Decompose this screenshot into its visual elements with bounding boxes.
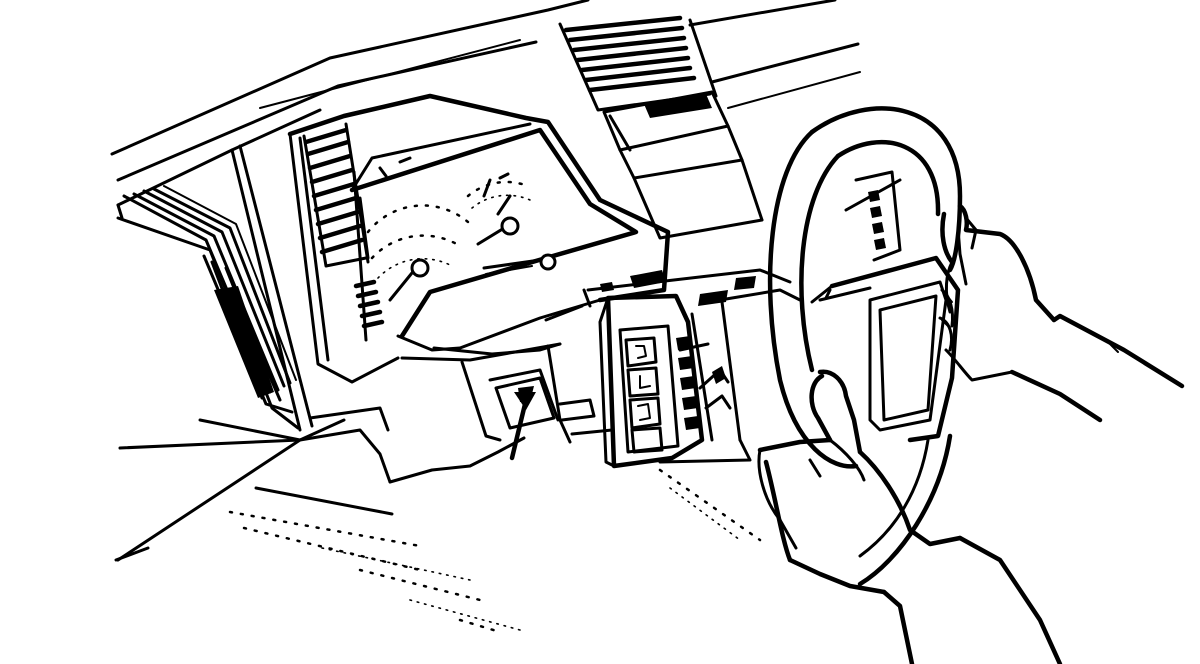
fuel-gauge [482, 253, 557, 275]
steering-column [582, 268, 802, 464]
small-vent-grille [353, 279, 385, 329]
dashboard-left-section [114, 108, 346, 562]
left-hand-icon [757, 369, 1063, 664]
side-button-row [676, 336, 700, 430]
left-air-vent [122, 185, 297, 414]
right-hand-icon [938, 203, 1185, 423]
speedometer-gauge [366, 204, 470, 302]
instrument-cluster [287, 93, 671, 384]
steering-wheel-icon [767, 106, 963, 587]
arrow-icon [509, 386, 536, 461]
switch-buttons-column [624, 336, 664, 454]
dashboard-top-edge [110, 0, 861, 182]
steering-column-shroud-vent [854, 170, 902, 262]
floor-speckle [228, 468, 762, 634]
climate-control-panel [602, 90, 764, 240]
steering-wheel-hub [810, 178, 961, 443]
tachometer-gauge [466, 172, 531, 246]
multifunction-switch-module [598, 293, 705, 469]
